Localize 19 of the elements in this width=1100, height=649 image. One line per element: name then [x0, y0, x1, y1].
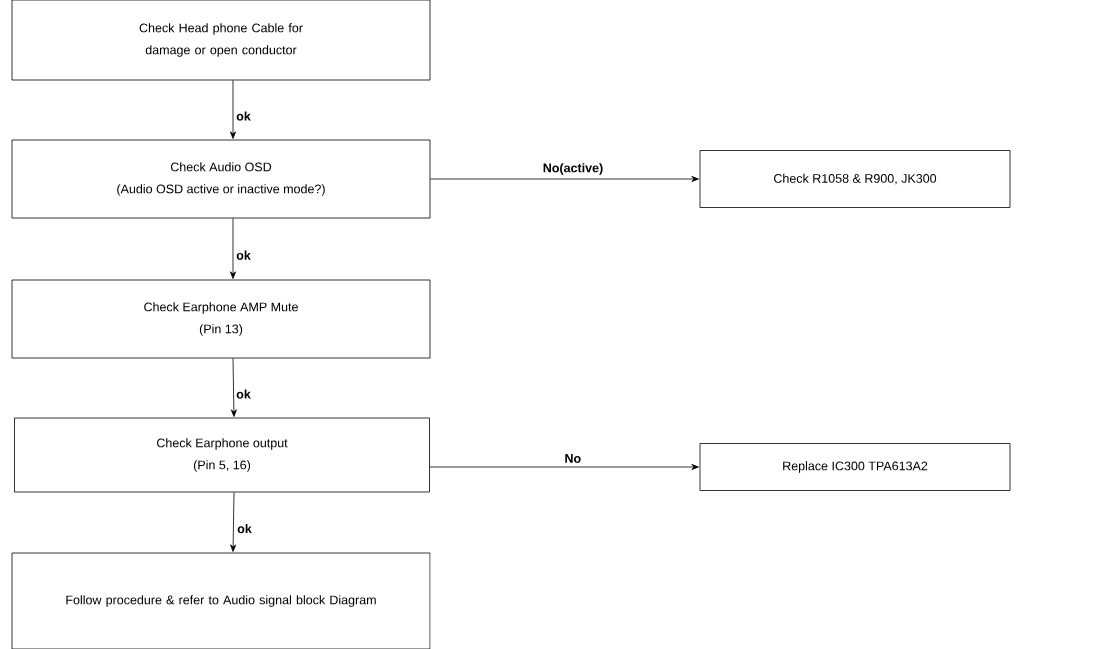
process-box: Check Head phone Cable for damage or open conductor — [11, 0, 431, 81]
process-box: Check Earphone output (Pin 5, 16) — [14, 417, 430, 493]
arrow — [230, 80, 236, 139]
edge-label: ok — [237, 524, 252, 534]
edge-label: ok — [236, 389, 251, 399]
process-box: Follow procedure & refer to Audio signal block Diagram — [11, 552, 431, 649]
arrow — [230, 492, 237, 552]
process-box: Check Audio OSD (Audio OSD active or inactive mode?) — [11, 139, 431, 219]
edge-label: No(active) — [543, 163, 603, 175]
arrow — [230, 218, 236, 279]
arrow — [430, 176, 699, 182]
edge-label: No — [565, 454, 581, 463]
process-box: Replace IC300 TPA613A2 — [699, 443, 1011, 491]
edge-label: ok — [236, 250, 251, 260]
arrow — [230, 358, 237, 417]
process-box: Check R1058 & R900, JK300 — [699, 150, 1011, 208]
arrow — [429, 464, 699, 470]
edge-label: ok — [236, 111, 251, 121]
process-box: Check Earphone AMP Mute (Pin 13) — [11, 279, 431, 359]
